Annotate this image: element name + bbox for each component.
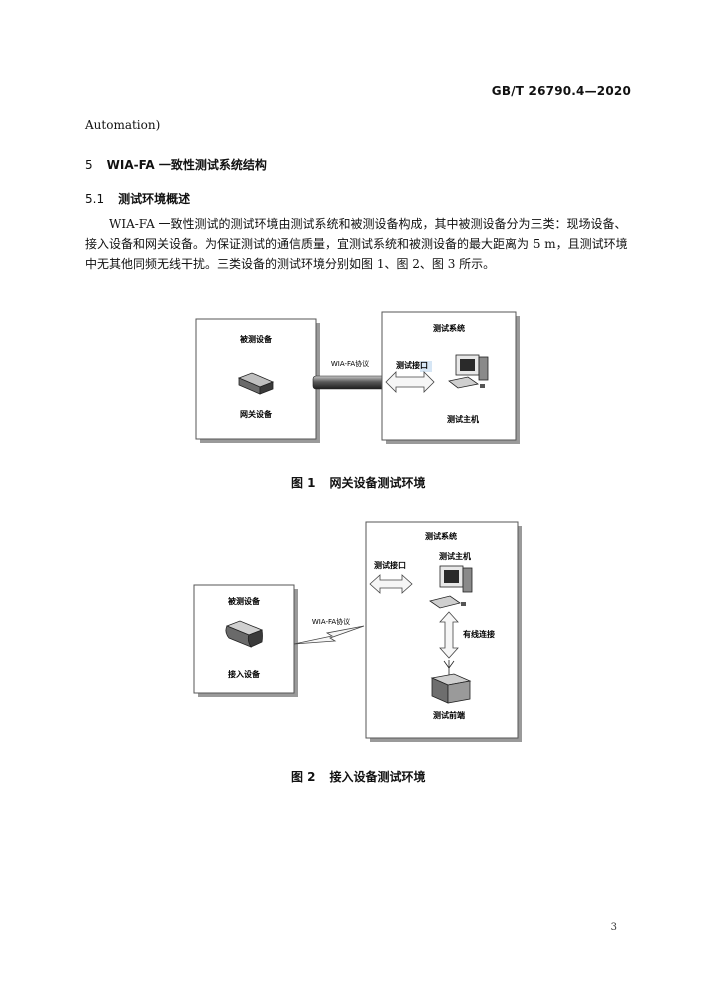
interface-label: 测试接口 <box>374 560 406 570</box>
paragraph-line: 中无其他同频无线干扰。三类设备的测试环境分别如图 1、图 2、图 3 所示。 <box>85 257 496 271</box>
computer-icon <box>429 565 473 609</box>
double-arrow-icon <box>369 574 413 594</box>
antenna-icon <box>443 660 455 676</box>
access-device-icon <box>225 620 264 648</box>
protocol-label: WIA-FA协议 <box>331 359 369 368</box>
frontend-label: 测试前端 <box>433 710 465 720</box>
selection-highlight <box>420 361 432 372</box>
test-system-label: 测试系统 <box>433 323 465 333</box>
standard-code: GB/T 26790.4—2020 <box>491 84 631 98</box>
section-5-1-heading: 5.1 测试环境概述 <box>85 190 190 207</box>
continuation-text: Automation) <box>85 118 161 132</box>
figure-2-caption: 图 2 接入设备测试环境 <box>291 768 426 785</box>
caption-title: 网关设备测试环境 <box>329 476 426 490</box>
protocol-label: WIA-FA协议 <box>312 617 350 626</box>
section-title: WIA-FA 一致性测试系统结构 <box>106 158 267 172</box>
test-frontend-icon <box>430 673 472 704</box>
vertical-double-arrow-icon <box>439 611 459 659</box>
gateway-device-icon <box>237 372 275 395</box>
protocol-cable <box>312 375 386 390</box>
host-label: 测试主机 <box>439 551 471 561</box>
caption-title: 接入设备测试环境 <box>329 770 426 784</box>
dut-box-label: 被测设备 <box>228 596 261 606</box>
caption-number: 图 2 <box>291 770 316 784</box>
host-label: 测试主机 <box>447 414 479 424</box>
paragraph-line: 接入设备和网关设备。为保证测试的通信质量，宜测试系统和被测设备的最大距离为 5 … <box>85 237 628 251</box>
test-system-box <box>365 521 519 739</box>
wired-connection-label: 有线连接 <box>463 629 495 639</box>
figure-1-diagram: 被测设备 网关设备 WIA-FA协议 测试系统 测试接口 测试主机 <box>195 311 520 444</box>
section-number: 5 <box>85 158 93 172</box>
figure-1-caption: 图 1 网关设备测试环境 <box>291 474 426 491</box>
section-number: 5.1 <box>85 192 105 206</box>
figure-2-diagram: 测试系统 测试主机 测试接口 有线连接 测试前端 被测设备 接入设备 WIA-F… <box>193 521 522 742</box>
device-label: 接入设备 <box>228 669 261 679</box>
section-5-heading: 5 WIA-FA 一致性测试系统结构 <box>85 156 267 173</box>
interface-label: 测试接口 <box>396 360 428 370</box>
caption-number: 图 1 <box>291 476 316 490</box>
dut-box-label: 被测设备 <box>240 334 273 344</box>
computer-icon <box>448 354 489 389</box>
body-paragraph: WIA-FA 一致性测试的测试环境由测试系统和被测设备构成，其中被测设备分为三类… <box>85 214 633 274</box>
test-system-box <box>381 311 517 441</box>
device-label: 网关设备 <box>240 409 273 419</box>
paragraph-line: WIA-FA 一致性测试的测试环境由测试系统和被测设备构成，其中被测设备分为三类… <box>109 217 627 231</box>
test-system-label: 测试系统 <box>425 531 457 541</box>
section-title: 测试环境概述 <box>118 192 191 206</box>
page-number: 3 <box>610 922 617 933</box>
wireless-link-icon <box>293 625 365 645</box>
double-arrow-icon <box>385 371 435 393</box>
